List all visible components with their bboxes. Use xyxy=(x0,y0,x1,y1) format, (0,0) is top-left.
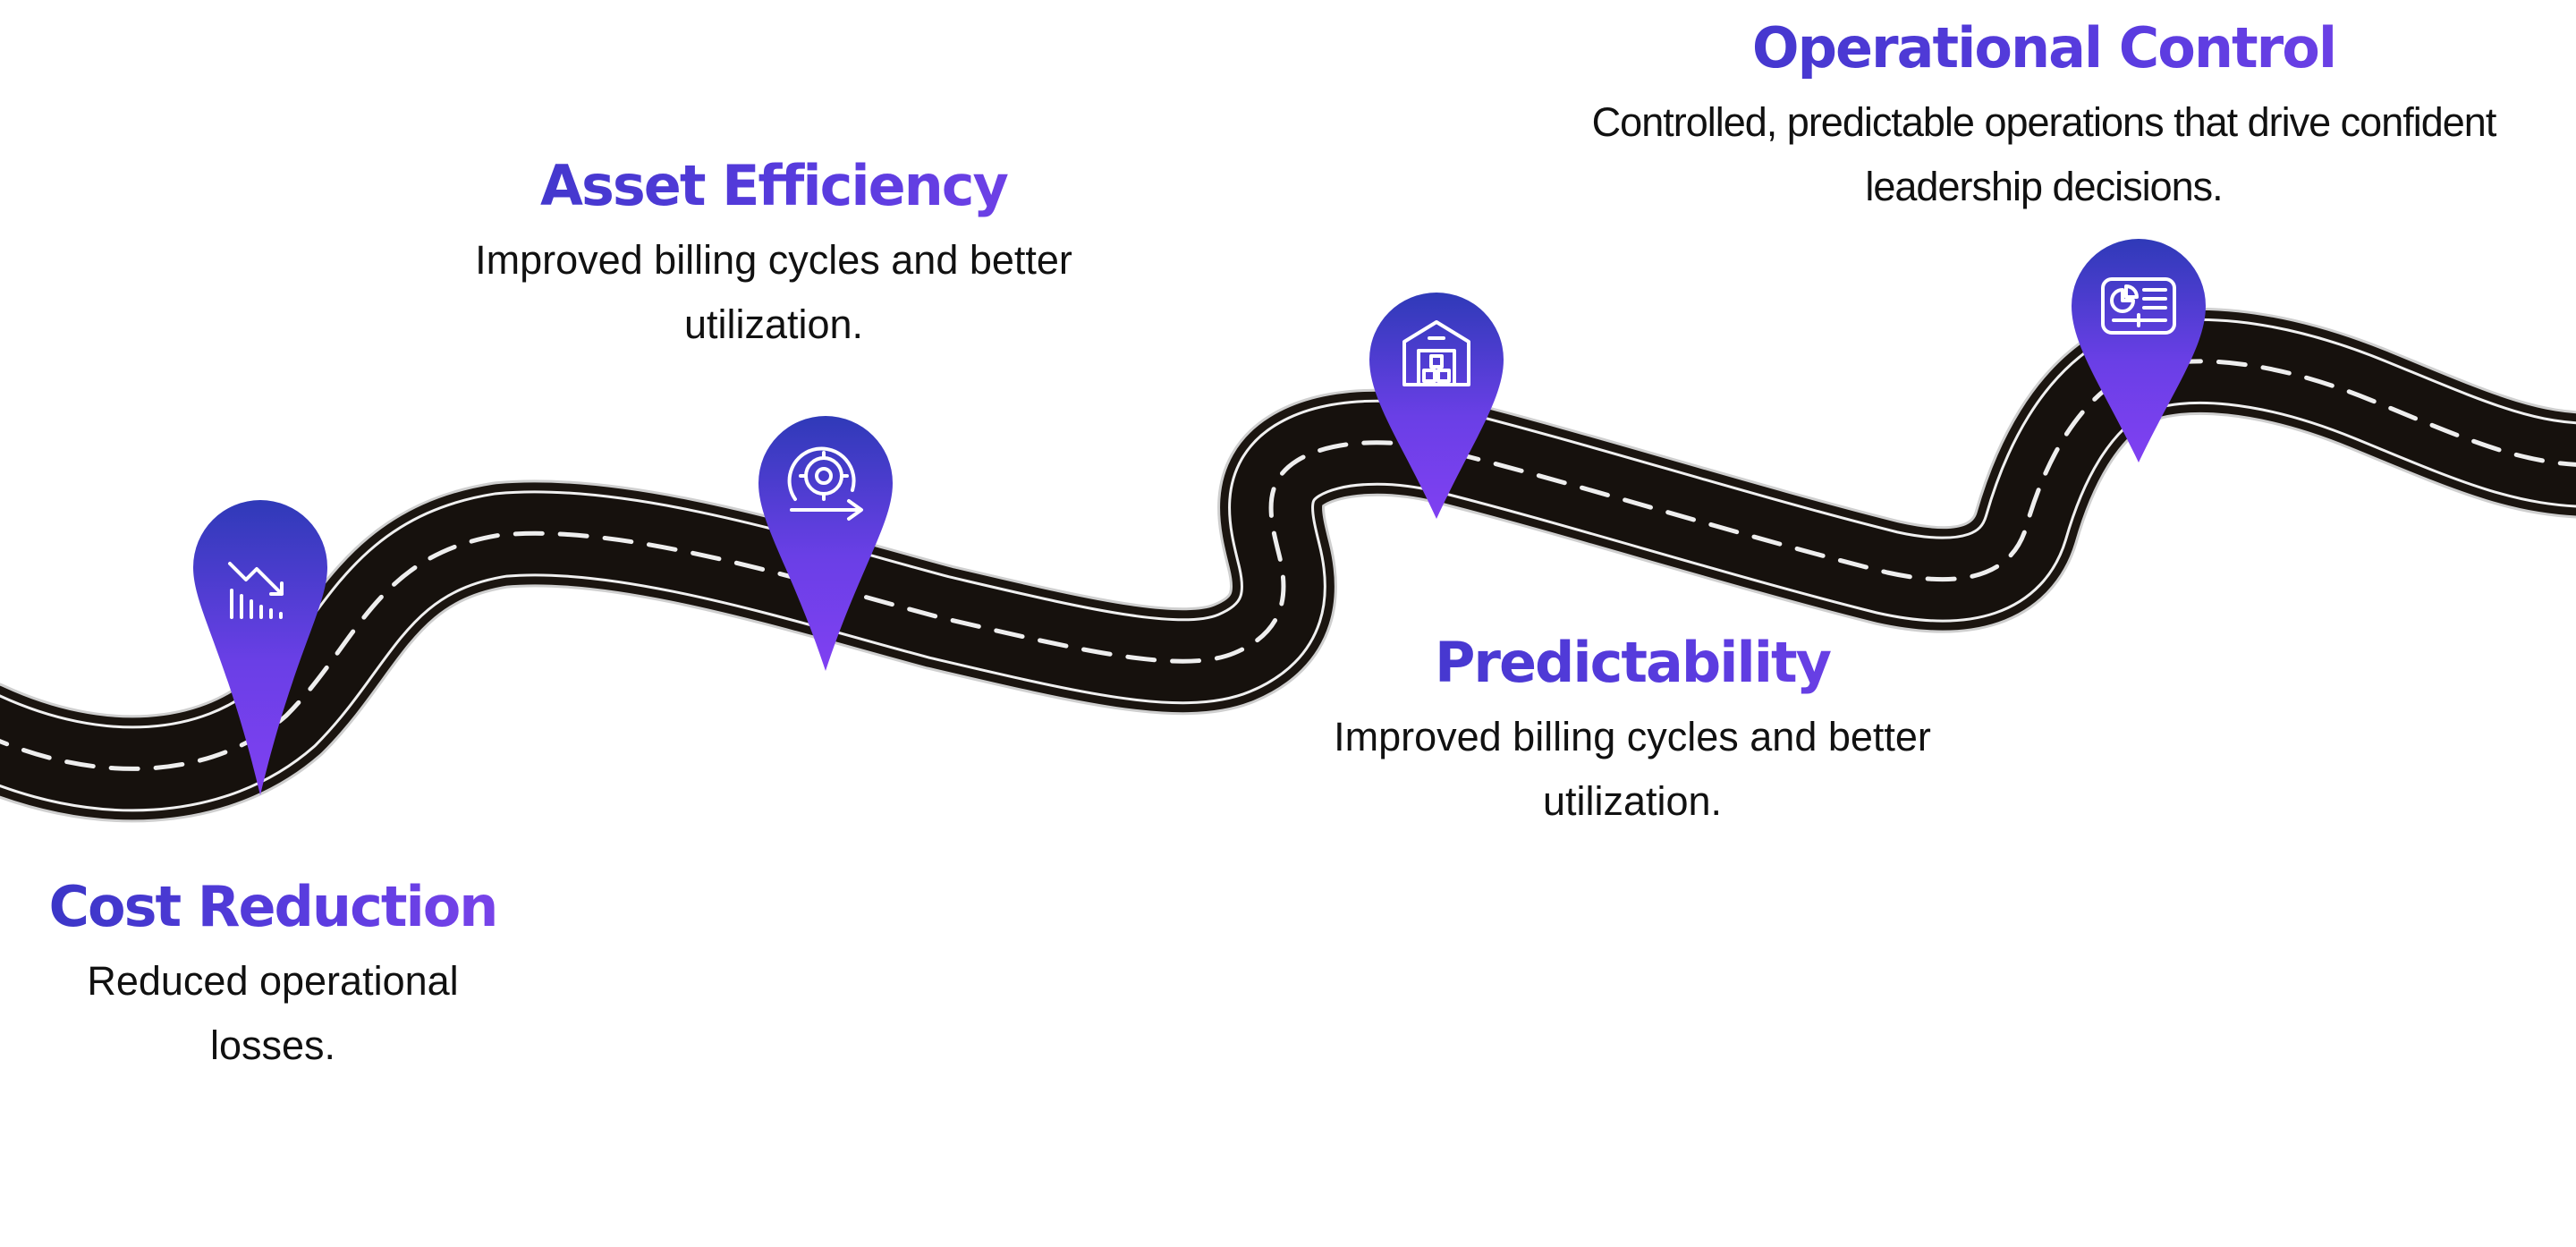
milestone-cost-reduction: Cost Reduction Reduced operational losse… xyxy=(36,875,510,1078)
milestone-pin-predictability xyxy=(1369,293,1504,519)
milestone-title: Operational Control xyxy=(1556,16,2531,81)
milestone-predictability: Predictability Improved billing cycles a… xyxy=(1279,631,1986,834)
dashboard-report-icon xyxy=(2101,277,2176,335)
warehouse-icon xyxy=(1402,320,1470,386)
milestone-description: Improved billing cycles and better utili… xyxy=(1334,714,1931,825)
milestone-pin-asset-efficiency xyxy=(758,416,893,671)
milestone-description: Improved billing cycles and better utili… xyxy=(475,237,1072,348)
milestone-operational-control: Operational Control Controlled, predicta… xyxy=(1556,16,2531,219)
milestone-pin-cost-reduction xyxy=(193,500,327,795)
milestone-title: Predictability xyxy=(1279,631,1986,695)
milestone-asset-efficiency: Asset Efficiency Improved billing cycles… xyxy=(420,154,1127,357)
road-center-dashes xyxy=(0,359,2576,771)
milestone-title: Cost Reduction xyxy=(36,875,510,939)
gear-cycle-arrow-icon xyxy=(787,446,863,521)
milestone-title: Asset Efficiency xyxy=(420,154,1127,218)
milestone-pin-operational-control xyxy=(2072,239,2206,462)
milestone-description: Reduced operational losses. xyxy=(87,958,459,1069)
milestone-description: Controlled, predictable operations that … xyxy=(1591,99,2497,210)
chart-decline-icon xyxy=(228,562,284,619)
